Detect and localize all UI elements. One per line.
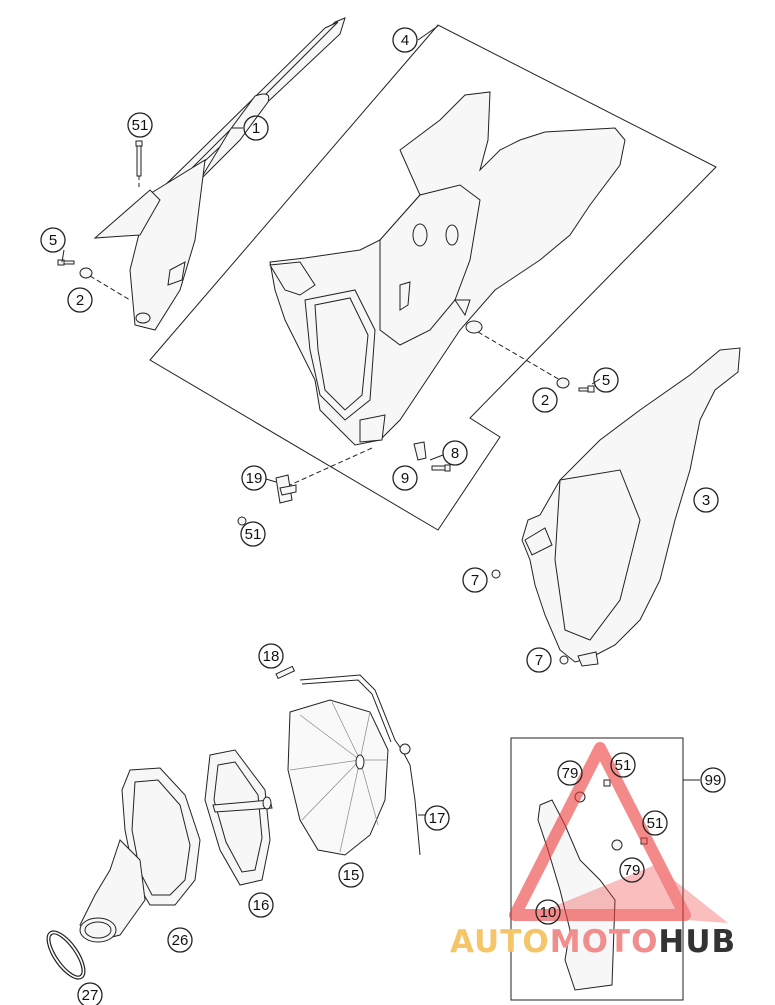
screw-5-left xyxy=(57,259,93,279)
watermark-part2: MOTO xyxy=(550,924,659,960)
callout-79-b: 79 xyxy=(619,857,645,883)
callout-18: 18 xyxy=(258,643,284,669)
callout-7-b: 7 xyxy=(526,647,552,673)
svg-text:7: 7 xyxy=(471,572,479,589)
svg-text:7: 7 xyxy=(535,652,543,669)
svg-text:3: 3 xyxy=(702,492,710,509)
clip-17 xyxy=(299,674,421,856)
svg-text:17: 17 xyxy=(429,810,446,827)
svg-text:5: 5 xyxy=(602,372,610,389)
svg-text:10: 10 xyxy=(540,904,557,921)
fastener-8-9 xyxy=(413,441,451,472)
svg-text:8: 8 xyxy=(451,445,459,462)
svg-text:51: 51 xyxy=(647,815,664,832)
part-26-intake-boot xyxy=(79,767,201,943)
svg-text:18: 18 xyxy=(263,648,280,665)
leader-4 xyxy=(417,25,439,41)
leader-19 xyxy=(265,478,277,483)
callout-15: 15 xyxy=(338,862,364,888)
callout-5-a: 5 xyxy=(40,227,66,253)
callout-1: 1 xyxy=(243,115,269,141)
part-4-airbox xyxy=(269,91,626,446)
dash-4-bottom xyxy=(289,447,373,486)
svg-text:2: 2 xyxy=(541,392,549,409)
svg-text:2: 2 xyxy=(76,292,84,309)
callout-17: 17 xyxy=(424,805,450,831)
callout-99: 99 xyxy=(700,767,726,793)
callout-5-b: 5 xyxy=(593,367,619,393)
part-1-guard xyxy=(93,17,346,331)
callout-79-a: 79 xyxy=(557,760,583,786)
callout-51-d: 51 xyxy=(642,810,668,836)
svg-text:99: 99 xyxy=(705,772,722,789)
callout-4: 4 xyxy=(392,27,418,53)
svg-text:79: 79 xyxy=(624,862,641,879)
callout-8: 8 xyxy=(442,440,468,466)
watermark-text: AUTOMOTOHUB xyxy=(450,924,736,960)
kit-4-outline xyxy=(149,24,717,531)
callout-51-c: 51 xyxy=(610,752,636,778)
watermark-logo xyxy=(509,742,728,923)
callout-3: 3 xyxy=(693,487,719,513)
callout-2-a: 2 xyxy=(67,287,93,313)
svg-text:51: 51 xyxy=(245,526,262,543)
callout-16: 16 xyxy=(248,892,274,918)
leader-5-left xyxy=(61,249,65,263)
leader-5-right xyxy=(591,378,601,385)
pin-18 xyxy=(275,665,296,680)
part-27-clamp xyxy=(46,930,86,980)
kit-99-box xyxy=(510,737,684,1001)
screw-51-top xyxy=(135,140,143,177)
dash-left-2 xyxy=(89,275,131,301)
svg-text:51: 51 xyxy=(615,757,632,774)
svg-text:5: 5 xyxy=(49,232,57,249)
grommet-2-right xyxy=(556,377,595,393)
watermark-part1: AUTO xyxy=(450,924,550,960)
svg-text:15: 15 xyxy=(343,867,360,884)
svg-text:1: 1 xyxy=(252,120,260,137)
callout-27: 27 xyxy=(77,982,103,1005)
svg-text:79: 79 xyxy=(562,765,579,782)
callout-9: 9 xyxy=(392,465,418,491)
svg-text:27: 27 xyxy=(82,987,99,1004)
bracket-19 xyxy=(237,474,297,526)
callout-26: 26 xyxy=(167,927,193,953)
part-15-air-filter xyxy=(287,699,389,856)
callout-10: 10 xyxy=(535,899,561,925)
callout-2-b: 2 xyxy=(532,387,558,413)
svg-text:26: 26 xyxy=(172,932,189,949)
callout-7-a: 7 xyxy=(462,567,488,593)
callout-51-a: 51 xyxy=(127,112,153,138)
svg-text:51: 51 xyxy=(132,117,149,134)
svg-text:19: 19 xyxy=(246,470,263,487)
callout-19: 19 xyxy=(241,465,267,491)
svg-text:9: 9 xyxy=(401,470,409,487)
callout-51-b: 51 xyxy=(240,521,266,547)
callouts: 51 1 4 5 2 5 2 8 9 19 51 3 7 7 18 17 15 … xyxy=(40,27,726,1005)
svg-text:4: 4 xyxy=(401,32,409,49)
part-3-side-cover xyxy=(521,347,741,667)
leader-8 xyxy=(429,454,444,461)
screws-7 xyxy=(491,569,569,665)
watermark-part3: HUB xyxy=(658,924,736,960)
part-16-filter-cage xyxy=(204,749,273,886)
svg-text:16: 16 xyxy=(253,897,270,914)
